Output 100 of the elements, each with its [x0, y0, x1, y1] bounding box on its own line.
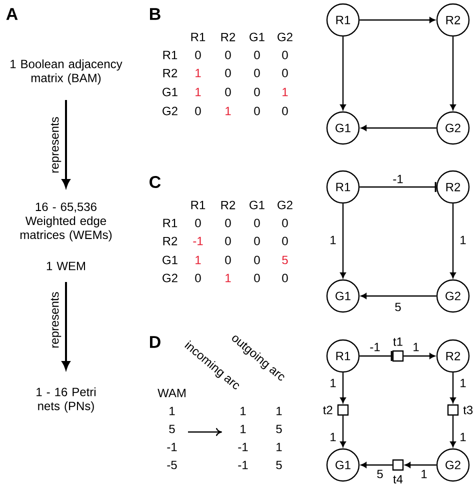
edge-label: 1 [412, 342, 420, 352]
arrow [62, 100, 70, 188]
transition-box [447, 404, 459, 416]
panel-letter: C [150, 176, 161, 188]
transition-box [392, 350, 404, 362]
matrix-header: G1 [162, 256, 178, 264]
matrix-header: R1 [163, 218, 178, 228]
arrow [360, 17, 436, 23]
matrix-cell: 1 [196, 88, 201, 96]
edge-label: 1 [458, 234, 468, 246]
edge-label: 1 [420, 468, 428, 480]
edge-label: -1 [392, 174, 404, 184]
matrix-cell: 1 [226, 106, 231, 116]
edge-label: 5 [394, 302, 402, 312]
matrix-cell: 0 [282, 68, 288, 78]
edge-label: 1 [328, 378, 338, 388]
matrix-cell: 0 [225, 88, 231, 96]
matrix-cell: 0 [254, 236, 260, 246]
transition-label: t3 [463, 406, 473, 414]
matrix-header: G2 [278, 32, 292, 42]
arrow [340, 204, 346, 278]
table-cell: -1 [167, 442, 177, 452]
table-cell: 1 [240, 424, 246, 434]
matrix-header: R2 [221, 32, 236, 42]
matrix-cell: 0 [254, 50, 260, 60]
arrow [360, 125, 436, 131]
panel-letter: A [6, 8, 18, 20]
matrix-cell: 1 [226, 274, 231, 282]
matrix-cell: 0 [282, 50, 288, 60]
edge-label: 1 [328, 234, 338, 246]
table-cell: -1 [238, 460, 248, 470]
edge-label: 1 [458, 378, 468, 388]
matrix-header: G1 [250, 32, 264, 42]
table-cell: 5 [169, 424, 175, 434]
matrix-cell: 0 [225, 68, 231, 78]
arrow [450, 372, 456, 404]
matrix-cell: 0 [225, 50, 231, 60]
table-cell: 5 [276, 424, 282, 434]
matrix-header: R2 [163, 68, 178, 78]
arrow [450, 204, 456, 278]
matrix-header: R1 [163, 50, 178, 60]
edge-label: represents [50, 290, 62, 350]
text-label: 1 Boolean adjacency matrix (BAM) [10, 59, 122, 85]
arrow [360, 462, 392, 468]
matrix-header: G2 [278, 200, 292, 210]
matrix-cell: 0 [195, 50, 201, 60]
transition-label: t4 [393, 475, 403, 484]
panel-letter: D [150, 336, 160, 348]
text-label: 16 - 65,536 Weighted edge matrices (WEMs) [20, 202, 112, 242]
table-cell: 1 [240, 406, 246, 416]
edge-label: -1 [368, 342, 382, 352]
matrix-header: G1 [162, 88, 178, 96]
matrix-cell: 0 [225, 218, 231, 228]
table-cell: -1 [238, 442, 248, 452]
arrow [360, 293, 436, 299]
transition-label: t1 [393, 338, 402, 346]
arrow [62, 282, 70, 370]
matrix-header: G1 [250, 200, 264, 210]
table-cell: 5 [276, 460, 282, 470]
matrix-cell: -1 [193, 236, 203, 246]
matrix-cell: 0 [254, 106, 260, 116]
matrix-cell: 0 [254, 274, 260, 282]
table-cell: 1 [276, 406, 282, 416]
matrix-cell: 0 [282, 274, 288, 282]
matrix-cell: 0 [282, 106, 288, 116]
text-label: 1 - 16 Petri nets (PNs) [36, 387, 96, 413]
matrix-cell: 0 [195, 218, 201, 228]
matrix-header: G2 [162, 274, 178, 282]
matrix-header: R1 [191, 200, 206, 210]
matrix-header: R2 [221, 200, 236, 210]
arrow [360, 351, 392, 361]
table-cell: 1 [276, 442, 282, 452]
matrix-header: G2 [162, 106, 178, 116]
matrix-header: R1 [191, 32, 206, 42]
matrix-header: R2 [163, 236, 178, 246]
matrix-cell: 0 [195, 274, 201, 282]
edge-label: 1 [328, 432, 338, 442]
arrow [340, 372, 346, 404]
matrix-cell: 0 [254, 68, 260, 78]
edge-label: represents [50, 116, 62, 174]
table-cell: 1 [170, 406, 175, 416]
matrix-cell: 1 [196, 256, 201, 264]
arrow [450, 36, 456, 110]
transition-box [337, 404, 349, 416]
matrix-cell: 0 [225, 236, 231, 246]
matrix-cell: 0 [254, 88, 260, 96]
transition-box [392, 459, 404, 471]
arrow [404, 462, 436, 468]
matrix-cell: 5 [282, 256, 288, 264]
arrow [340, 416, 346, 448]
table-cell: -5 [167, 460, 177, 470]
column-header: WAM [158, 388, 186, 398]
matrix-cell: 0 [195, 106, 201, 116]
arrow [360, 182, 436, 192]
arrow [450, 416, 456, 448]
arrow [340, 36, 346, 110]
matrix-cell: 0 [282, 218, 288, 228]
transition-label: t2 [323, 406, 332, 414]
matrix-cell: 0 [254, 218, 260, 228]
text-label: 1 WEM [46, 262, 85, 270]
